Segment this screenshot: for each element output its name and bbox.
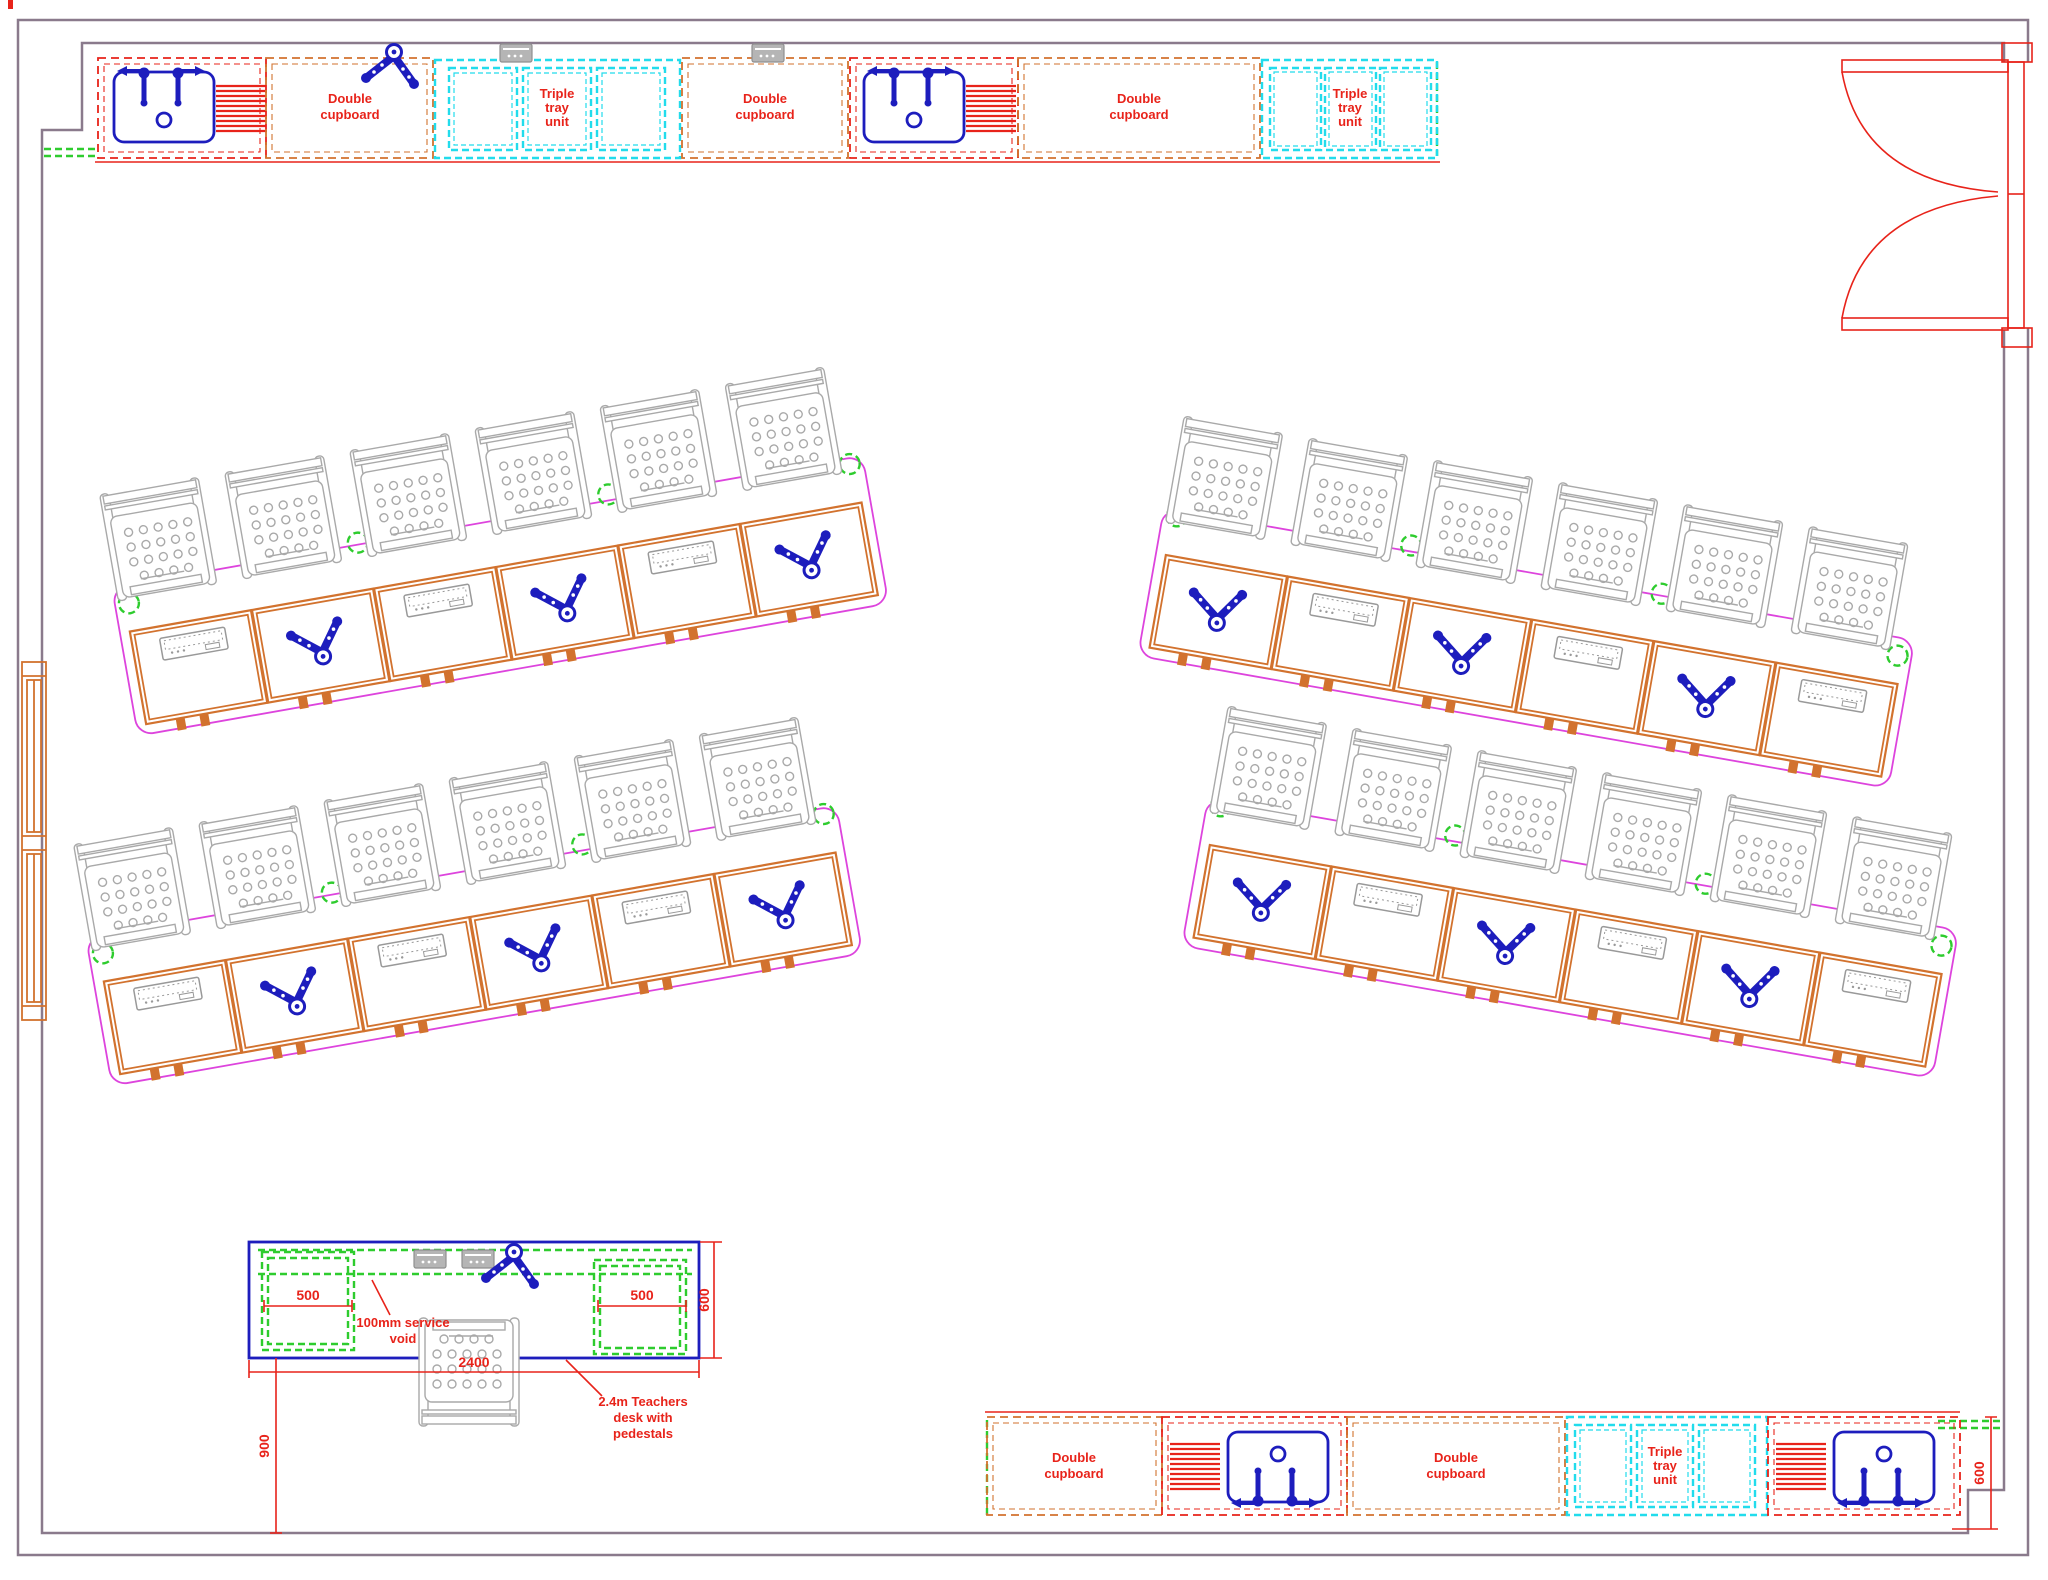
power-socket-icon (461, 1249, 495, 1269)
power-socket-icon (499, 43, 533, 63)
triple-tray-unit-3: Triple tray unit (1565, 1415, 1769, 1517)
sink-unit-1 (97, 57, 268, 159)
svg-text:cupboard: cupboard (1044, 1466, 1103, 1481)
dim-pedestal-right: 500 (597, 1287, 687, 1312)
svg-text:Double: Double (1052, 1450, 1096, 1465)
svg-text:tray: tray (545, 100, 570, 115)
svg-text:tray: tray (1653, 1458, 1678, 1473)
double-cupboard-3: Double cupboard (1017, 57, 1261, 159)
bottom-cabinet-run: Double cupboard Double cupboard Triple t… (985, 1411, 2003, 1517)
power-socket-icon (413, 1249, 447, 1269)
double-cupboard-5: Double cupboard (1346, 1416, 1566, 1516)
door-leaf-top (1841, 59, 2009, 73)
drainer-hatch (1168, 1442, 1222, 1491)
annotation-teachers-desk: 2.4m Teachers desk with pedestals (565, 1359, 688, 1441)
green-end-mark (1938, 1419, 2003, 1430)
dimensions: 500 500 600 2400 900 600 100mm service v… (248, 1241, 1998, 1534)
power-socket-icon (751, 43, 785, 63)
door-frame (2007, 61, 2025, 329)
dim-desk-depth: 600 (696, 1241, 722, 1359)
door-swing-bottom (1841, 195, 1999, 319)
desk-cluster-bottom-left (70, 713, 863, 1088)
dim-desk-width: 2400 (248, 1354, 700, 1378)
sink-unit-3 (1161, 1416, 1348, 1516)
svg-text:void: void (390, 1331, 417, 1346)
double-door (1841, 42, 2033, 348)
svg-text:2400: 2400 (458, 1354, 489, 1370)
svg-text:Triple: Triple (1333, 86, 1368, 101)
svg-text:Double: Double (1117, 91, 1161, 106)
svg-text:600: 600 (1971, 1461, 1987, 1485)
svg-text:unit: unit (1653, 1472, 1677, 1487)
desk-cluster-top-left (96, 363, 889, 738)
top-cabinet-run: Double cupboard Triple tray unit Double … (44, 43, 1440, 163)
triple-tray-unit-2: Triple tray unit (1260, 58, 1439, 160)
svg-text:600: 600 (696, 1288, 712, 1312)
door-swing-top (1841, 71, 1999, 193)
svg-text:Triple: Triple (1648, 1444, 1683, 1459)
svg-text:pedestals: pedestals (613, 1426, 673, 1441)
dim-worktop-depth: 600 (1952, 1416, 1998, 1530)
walls (8, 0, 2030, 1557)
outer-wall (16, 18, 2030, 1557)
pedestal-left (260, 1250, 356, 1352)
sink-icon (1226, 1430, 1330, 1510)
green-end-mark (44, 147, 98, 158)
dim-pedestal-left: 500 (263, 1287, 353, 1312)
sink-icon (1832, 1430, 1936, 1510)
sink-icon (112, 64, 216, 144)
svg-text:unit: unit (1338, 114, 1362, 129)
dim-desk-offset: 900 (256, 1358, 282, 1534)
sink-icon (862, 64, 966, 144)
gas-tap-icon (361, 45, 419, 90)
svg-text:tray: tray (1338, 100, 1363, 115)
window (21, 661, 47, 1021)
triple-tray-unit-1: Triple tray unit (433, 58, 682, 160)
svg-text:500: 500 (630, 1287, 654, 1303)
drainer-hatch (214, 84, 268, 133)
svg-text:100mm service: 100mm service (356, 1315, 449, 1330)
svg-text:desk with: desk with (613, 1410, 672, 1425)
svg-text:cupboard: cupboard (1109, 107, 1168, 122)
inner-wall (40, 41, 2006, 1535)
svg-text:2.4m Teachers: 2.4m Teachers (598, 1394, 687, 1409)
drainer-hatch (964, 84, 1018, 133)
double-cupboard-2: Double cupboard (681, 57, 849, 159)
red-corner-mark (8, 0, 13, 9)
sink-unit-2 (849, 57, 1019, 159)
svg-text:cupboard: cupboard (320, 107, 379, 122)
teachers-desk (247, 1242, 701, 1427)
double-cupboard-1: Double cupboard (265, 57, 434, 159)
double-cupboard-4: Double cupboard (986, 1416, 1163, 1516)
svg-text:Double: Double (1434, 1450, 1478, 1465)
pedestal-right (592, 1258, 688, 1356)
svg-text:Double: Double (743, 91, 787, 106)
tray-label: Triple (540, 86, 575, 101)
svg-text:unit: unit (545, 114, 569, 129)
svg-text:900: 900 (256, 1434, 272, 1458)
svg-text:cupboard: cupboard (1426, 1466, 1485, 1481)
door-leaf-bottom (1841, 317, 2009, 331)
annotation-service-void: 100mm service void (356, 1279, 450, 1346)
desk-cluster-top-right (1138, 415, 1931, 790)
drainer-hatch (1774, 1442, 1828, 1491)
svg-text:500: 500 (296, 1287, 320, 1303)
cupboard-label: Double (328, 91, 372, 106)
sink-unit-4 (1767, 1416, 1961, 1516)
svg-text:cupboard: cupboard (735, 107, 794, 122)
